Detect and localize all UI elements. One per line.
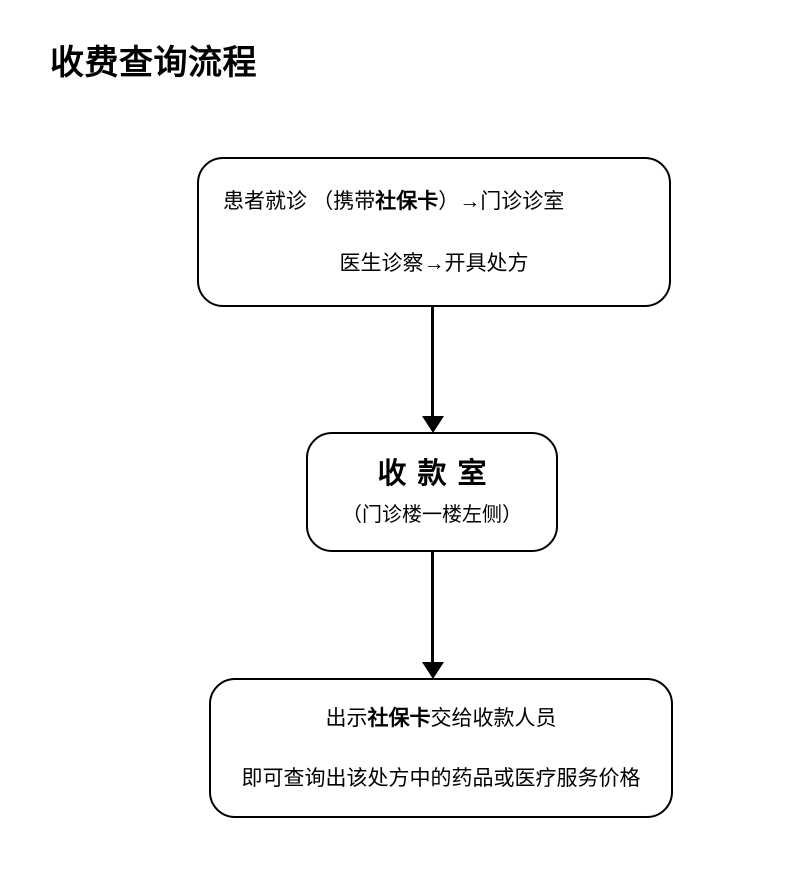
cashier-room-title: 收款室	[308, 455, 556, 493]
arrow-shaft	[431, 552, 434, 665]
page-title: 收费查询流程	[50, 45, 257, 82]
price-query-box: 出示社保卡交给收款人员 即可查询出该处方中的药品或医疗服务价格	[209, 678, 673, 818]
patient-visit-box: 患者就诊 （携带社保卡）→门诊诊室 医生诊察→开具处方	[197, 157, 671, 307]
arrow-head-icon	[422, 662, 444, 679]
arrow-shaft	[431, 307, 434, 419]
plain-text: 医生诊察→开具处方	[339, 251, 529, 275]
emphasised-text: 社保卡	[367, 706, 431, 730]
plain-text: 交给收款人员	[430, 706, 557, 730]
arrow-head-icon	[422, 416, 444, 433]
plain-text: 出示	[325, 706, 368, 730]
plain-text: （门诊楼一楼左侧）	[342, 504, 522, 526]
arrow-cashier-to-query	[422, 552, 444, 679]
emphasised-text: 社保卡	[375, 189, 439, 213]
patient-visit-line-2: 医生诊察→开具处方	[199, 248, 669, 278]
cashier-room-location: （门诊楼一楼左侧）	[308, 501, 556, 529]
patient-visit-line-1: 患者就诊 （携带社保卡）→门诊诊室	[199, 186, 669, 216]
arrow-visit-to-cashier	[422, 307, 444, 433]
plain-text: ）→门诊诊室	[438, 189, 565, 213]
price-query-line-1: 出示社保卡交给收款人员	[211, 703, 671, 733]
emphasised-text: 收款室	[377, 458, 498, 490]
plain-text: 患者就诊 （携带	[223, 189, 376, 213]
plain-text: 即可查询出该处方中的药品或医疗服务价格	[241, 766, 641, 790]
price-query-line-2: 即可查询出该处方中的药品或医疗服务价格	[211, 763, 671, 793]
cashier-room-box: 收款室 （门诊楼一楼左侧）	[306, 432, 558, 552]
